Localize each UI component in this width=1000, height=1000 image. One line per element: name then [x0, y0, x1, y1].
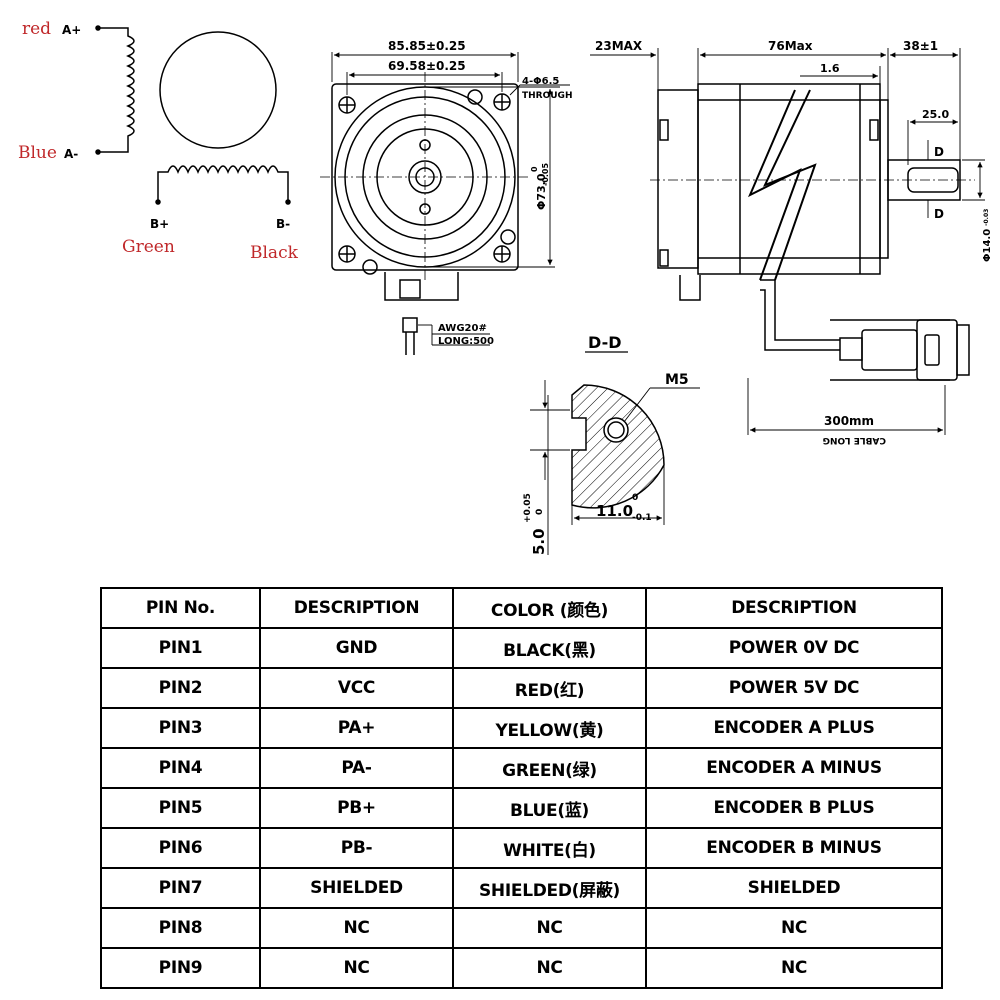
- pin-color: RED(红): [452, 667, 647, 709]
- pin-signal: GND: [259, 627, 454, 669]
- pin-color: NC: [452, 947, 647, 989]
- pin-color: BLUE(蓝): [452, 787, 647, 829]
- dim-pilot-diameter: Φ73.0: [535, 173, 548, 210]
- pin-signal: SHIELDED: [259, 867, 454, 909]
- terminal-b-minus: B-: [276, 217, 290, 231]
- section-mark-top: D: [934, 145, 944, 159]
- coil-a: [98, 27, 135, 153]
- wire-gauge: AWG20#: [438, 323, 487, 334]
- motor-drawing: red A+ Blue A- B+ B- Green Black: [18, 19, 993, 555]
- pin-number: PIN1: [100, 627, 261, 669]
- dim-hole-spacing: 69.58±0.25: [388, 59, 466, 73]
- pin-function: SHIELDED: [645, 867, 943, 909]
- holes-spec: 4-Φ6.5: [522, 76, 559, 87]
- pin-signal: NC: [259, 907, 454, 949]
- pin-function: ENCODER B PLUS: [645, 787, 943, 829]
- section-view: [530, 380, 700, 555]
- pin-number: PIN5: [100, 787, 261, 829]
- wiring-diagram: [95, 25, 291, 205]
- wire-length: LONG:500: [438, 336, 494, 347]
- terminal-a-plus: A+: [62, 23, 81, 37]
- pin-function: POWER 5V DC: [645, 667, 943, 709]
- dim-key-tol-top: +0.05: [523, 493, 533, 523]
- pin-function: POWER 0V DC: [645, 627, 943, 669]
- pin-function: ENCODER B MINUS: [645, 827, 943, 869]
- pin-number: PIN8: [100, 907, 261, 949]
- dim-shaft-length: 38±1: [903, 39, 938, 53]
- thread-spec: M5: [665, 372, 689, 388]
- dim-pilot-tol-top: 0: [530, 166, 539, 172]
- pin-function: NC: [645, 907, 943, 949]
- section-title: D-D: [588, 333, 622, 352]
- dim-rear-length: 23MAX: [595, 39, 643, 53]
- side-view: [590, 48, 985, 435]
- pin-signal: PB+: [259, 787, 454, 829]
- dim-outer-width: 85.85±0.25: [388, 39, 466, 53]
- pin-function: NC: [645, 947, 943, 989]
- section-mark-bottom: D: [934, 207, 944, 221]
- dim-flat-tol-bottom: -0.1: [632, 513, 652, 523]
- coil-b: [157, 165, 289, 202]
- pin-number: PIN4: [100, 747, 261, 789]
- pin-signal: PA-: [259, 747, 454, 789]
- dim-key-width: 5.0: [530, 528, 548, 555]
- header-description: DESCRIPTION: [259, 587, 454, 629]
- dim-body-length: 76Max: [768, 39, 813, 53]
- dim-shaft-diameter: Φ14.0: [982, 229, 993, 262]
- header-function: DESCRIPTION: [645, 587, 943, 629]
- cable-length: 300mm: [824, 414, 874, 428]
- pin-number: PIN3: [100, 707, 261, 749]
- dim-key-tol-bottom: 0: [535, 509, 545, 515]
- pin-color: WHITE(白): [452, 827, 647, 869]
- dim-flat: 11.0: [596, 502, 633, 520]
- table-header-row: PIN No. DESCRIPTION COLOR (颜色) DESCRIPTI…: [100, 587, 943, 629]
- pin-color: SHIELDED(屏蔽): [452, 867, 647, 909]
- pin-color: BLACK(黑): [452, 627, 647, 669]
- pin-function: ENCODER A PLUS: [645, 707, 943, 749]
- pin-number: PIN9: [100, 947, 261, 989]
- pin-signal: PA+: [259, 707, 454, 749]
- wire-color-a-minus: Blue: [18, 143, 57, 163]
- pin-signal: PB-: [259, 827, 454, 869]
- holes-through-note: THROUGH: [522, 91, 572, 101]
- wire-color-a-plus: red: [22, 19, 51, 39]
- pin-number: PIN6: [100, 827, 261, 869]
- wire-color-b-plus: Green: [122, 237, 175, 257]
- header-color: COLOR (颜色): [452, 587, 647, 629]
- pin-number: PIN7: [100, 867, 261, 909]
- pin-function: ENCODER A MINUS: [645, 747, 943, 789]
- cable-long-note: CABLE LONG: [823, 435, 886, 445]
- dim-shaft-tol: -0.03: [983, 209, 990, 226]
- front-view: [320, 52, 570, 355]
- pin-color: GREEN(绿): [452, 747, 647, 789]
- dim-flat-tol-top: 0: [632, 493, 638, 503]
- pin-color: NC: [452, 907, 647, 949]
- pin-signal: VCC: [259, 667, 454, 709]
- pin-number: PIN2: [100, 667, 261, 709]
- terminal-a-minus: A-: [64, 147, 78, 161]
- terminal-b-plus: B+: [150, 217, 169, 231]
- rotor-circle: [159, 31, 277, 149]
- pin-color: YELLOW(黄): [452, 707, 647, 749]
- wire-color-b-minus: Black: [250, 243, 299, 263]
- dim-flange-thickness: 1.6: [820, 62, 840, 75]
- pin-table: PIN No. DESCRIPTION COLOR (颜色) DESCRIPTI…: [100, 587, 943, 989]
- header-pin-no: PIN No.: [100, 587, 261, 629]
- dim-pilot-tol-bottom: -0.05: [541, 163, 550, 186]
- dim-key-length: 25.0: [922, 108, 949, 121]
- pin-signal: NC: [259, 947, 454, 989]
